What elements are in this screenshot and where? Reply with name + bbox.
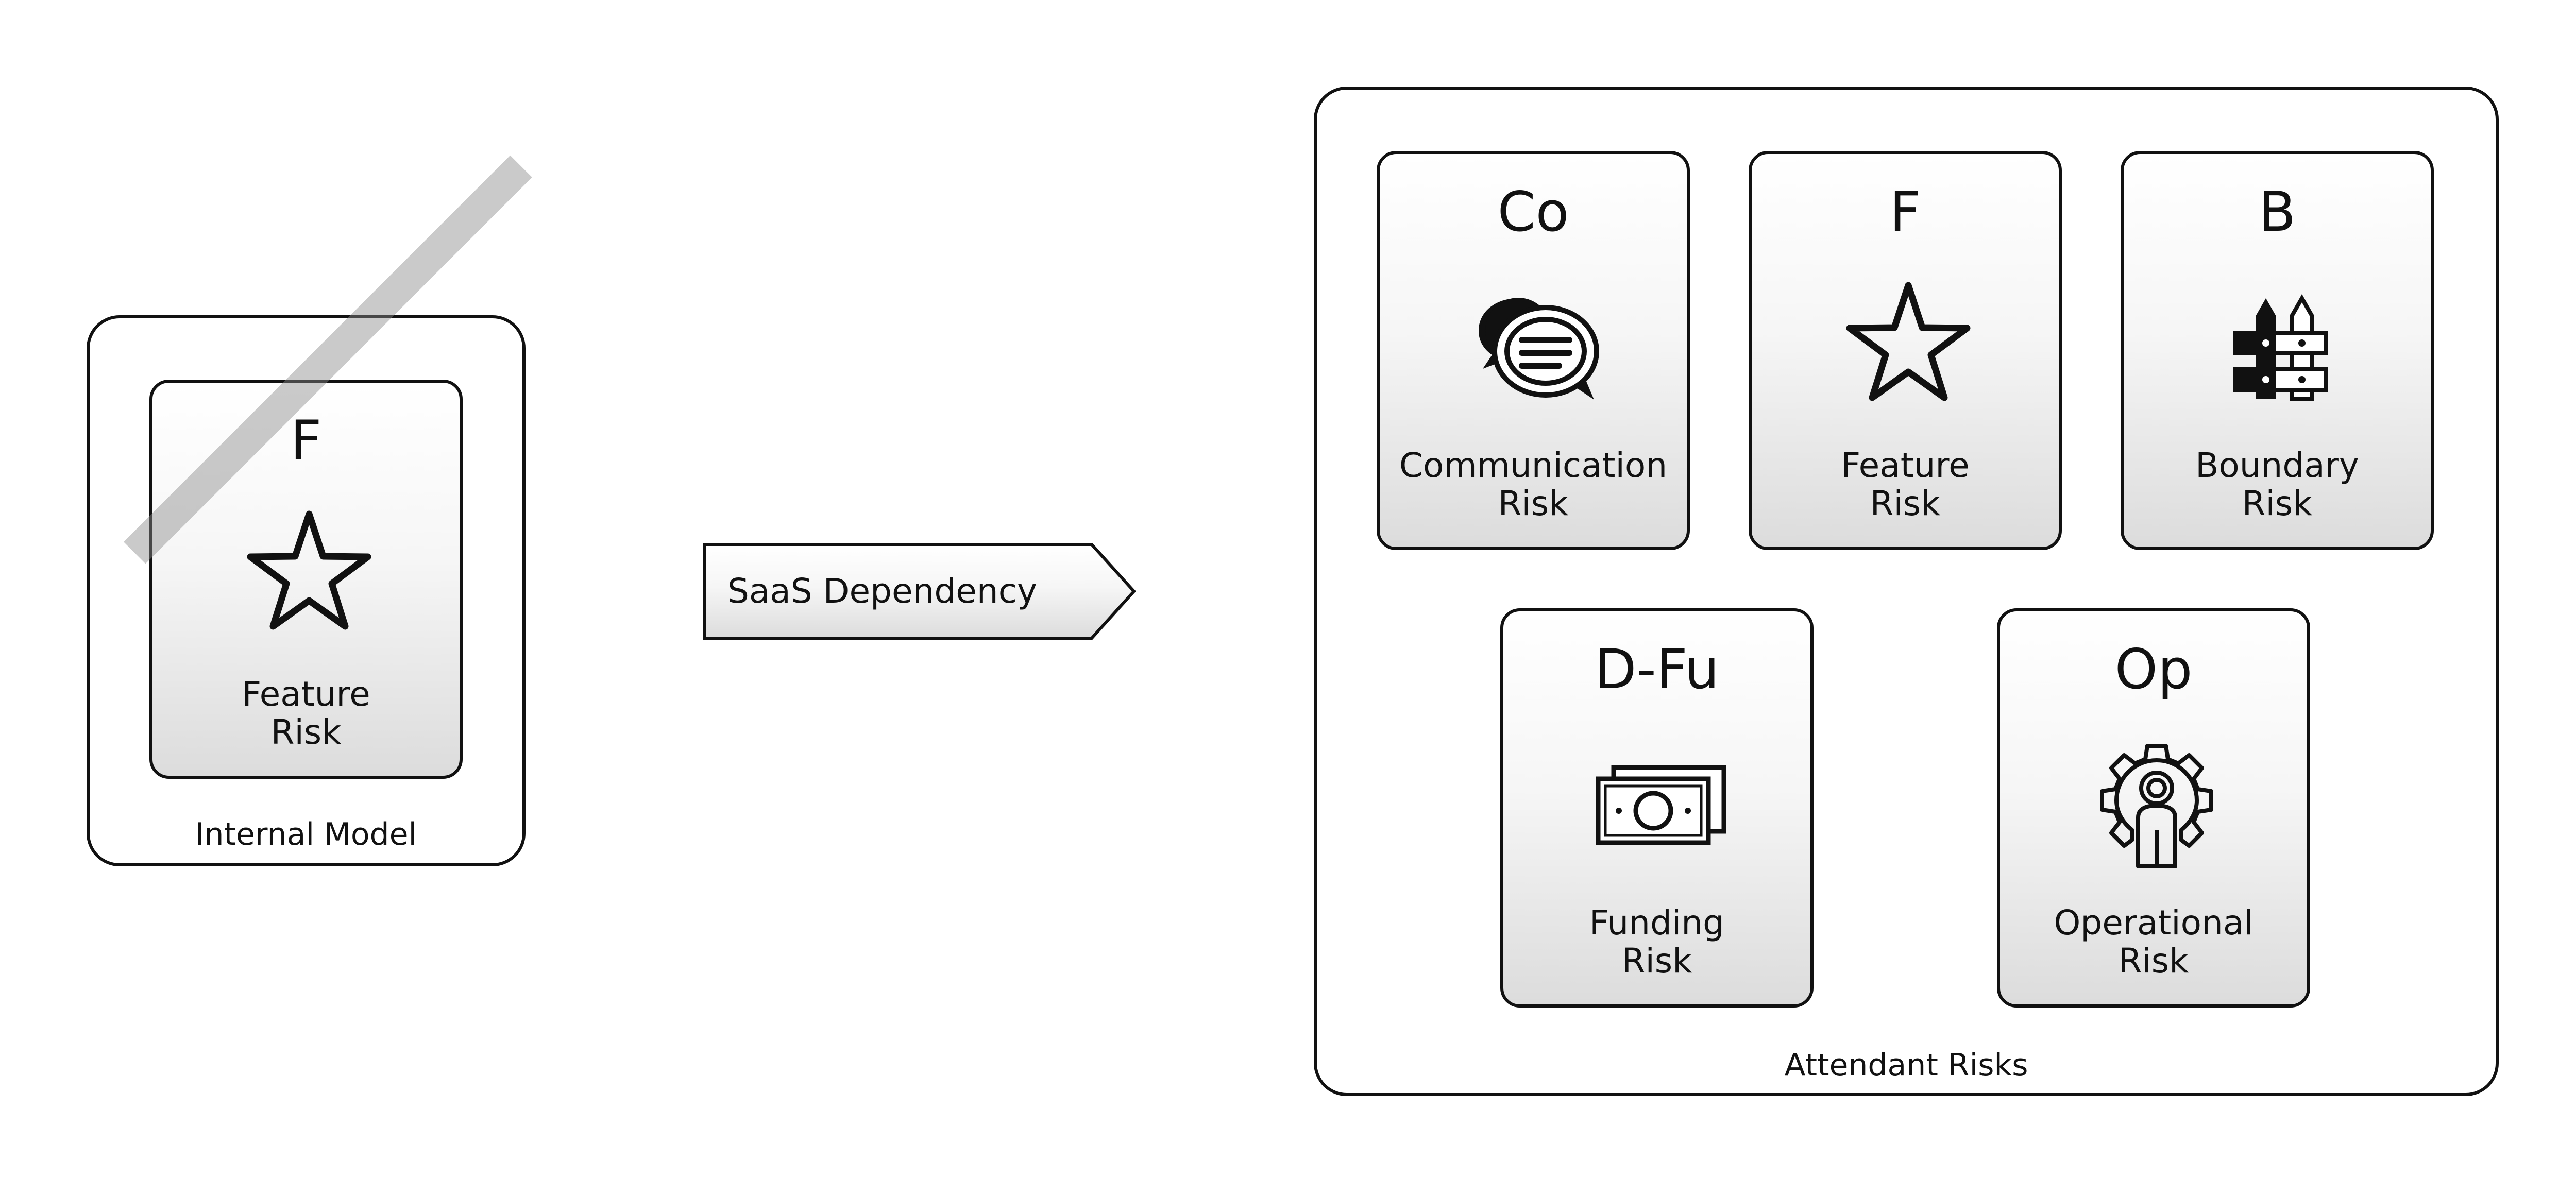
banknotes-icon <box>1583 727 1737 882</box>
card-name-line1: Funding <box>1589 903 1724 943</box>
card-name: Funding Risk <box>1503 904 1810 980</box>
star-icon <box>232 499 386 653</box>
card-name-line2: Risk <box>1498 484 1569 523</box>
card-abbreviation: Co <box>1497 180 1569 244</box>
card-abbreviation: F <box>1889 180 1921 244</box>
card-name-line2: Risk <box>270 712 342 752</box>
internal-model-container: F Feature Risk Internal Model <box>87 315 526 866</box>
card-name: Boundary Risk <box>2124 447 2431 523</box>
card-name-line2: Risk <box>1870 484 1941 523</box>
boundary-risk-card: B Boundary Risk <box>2121 151 2434 550</box>
card-name: Feature Risk <box>1752 447 2059 523</box>
feature-risk-card: F Feature Risk <box>1749 151 2062 550</box>
card-abbreviation: F <box>290 409 322 472</box>
card-name: Feature Risk <box>152 675 460 752</box>
card-name: Communication Risk <box>1380 447 1687 523</box>
card-abbreviation: Op <box>2114 638 2193 701</box>
card-name-line2: Risk <box>1621 941 1692 981</box>
fence-icon <box>2203 270 2358 424</box>
funding-risk-card: D-Fu Funding Risk <box>1500 608 1814 1008</box>
feature-risk-card: F Feature Risk <box>149 380 463 779</box>
card-name-line1: Boundary <box>2195 446 2359 485</box>
speech-bubbles-icon <box>1459 270 1614 424</box>
star-icon <box>1831 270 1986 424</box>
internal-model-label: Internal Model <box>195 816 417 852</box>
operational-risk-card: Op Operational Risk <box>1997 608 2310 1008</box>
communication-risk-card: Co Communication Risk <box>1377 151 1690 550</box>
card-name: Operational Risk <box>2000 904 2307 980</box>
card-name-line2: Risk <box>2242 484 2313 523</box>
card-name-line2: Risk <box>2118 941 2189 981</box>
card-name-line1: Feature <box>1841 446 1970 485</box>
attendant-risks-label: Attendant Risks <box>1784 1047 2028 1083</box>
attendant-risks-container: Co Communication Risk F <box>1314 87 2499 1096</box>
saas-dependency-arrow: SaaS Dependency <box>701 541 1139 642</box>
card-name-line1: Operational <box>2054 903 2253 943</box>
card-name-line1: Communication <box>1399 446 1668 485</box>
card-abbreviation: B <box>2258 180 2296 244</box>
card-abbreviation: D-Fu <box>1594 638 1720 701</box>
card-name-line1: Feature <box>242 674 370 714</box>
arrow-shape <box>703 543 1137 640</box>
gear-person-icon <box>2079 727 2234 882</box>
arrow-label: SaaS Dependency <box>727 571 1038 611</box>
